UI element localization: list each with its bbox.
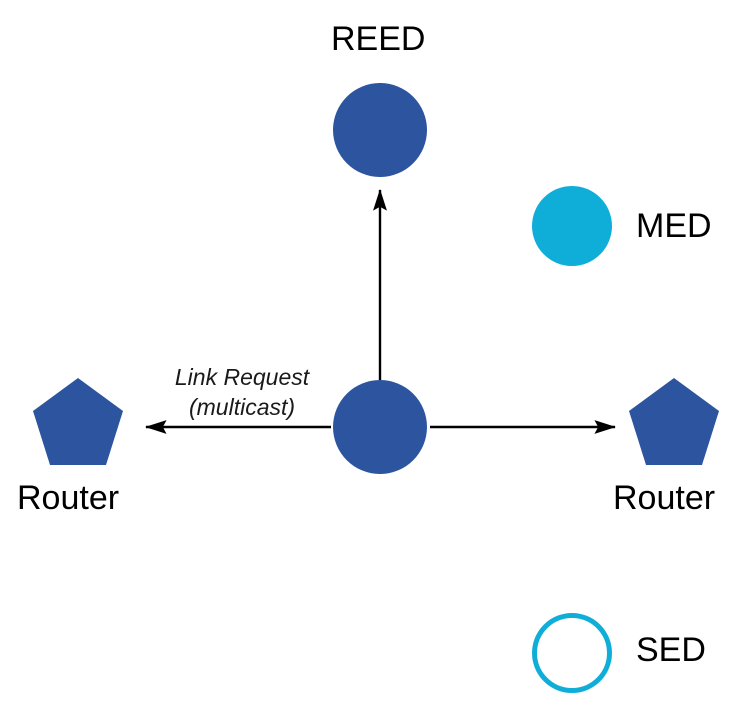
node-label-router-right: Router <box>613 479 716 517</box>
annotation-link-request: Link Request (multicast) <box>148 362 336 423</box>
node-router-left[interactable] <box>33 378 123 465</box>
node-med[interactable] <box>532 186 612 266</box>
annotation-link-request-line1: Link Request <box>174 364 310 390</box>
node-router-center[interactable] <box>333 380 427 474</box>
node-label-router-left: Router <box>17 479 120 517</box>
node-label-med: MED <box>636 207 712 245</box>
node-label-reed: REED <box>331 20 426 58</box>
node-reed[interactable] <box>333 83 427 177</box>
annotation-link-request-line2: (multicast) <box>188 394 296 421</box>
node-sed[interactable] <box>532 613 612 693</box>
node-router-right[interactable] <box>629 378 719 465</box>
node-label-sed: SED <box>636 631 706 669</box>
